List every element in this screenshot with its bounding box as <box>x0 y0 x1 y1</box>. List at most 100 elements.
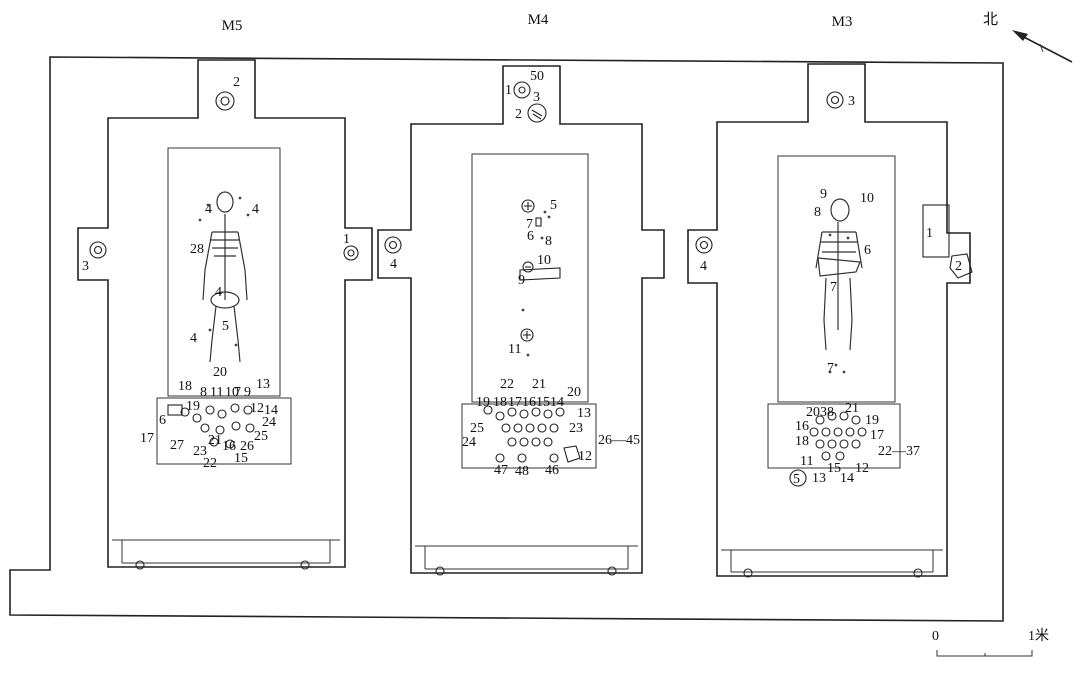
north-arrow: 北 <box>983 11 1073 63</box>
scale-bar: 0 1米 <box>932 628 1049 657</box>
object-number-label: 11 <box>210 385 223 400</box>
tomb-m3: M3 3 4 1 <box>687 14 973 578</box>
object-number-label: 18 <box>178 379 192 394</box>
object-number-label: 16 <box>222 439 236 454</box>
object-number-label: 22 <box>500 377 514 392</box>
object-number-label: 3 <box>848 94 855 109</box>
tomb-title-m4: M4 <box>528 12 549 28</box>
tomb-title-m5: M5 <box>222 18 243 34</box>
offering-box-m5 <box>156 397 292 465</box>
object-number-label: 6 <box>159 413 166 428</box>
object-number-label: 1 <box>505 83 512 98</box>
object-number-label: 3 <box>533 90 540 105</box>
object-number-label: 12 <box>250 401 264 416</box>
object-number-label: 24 <box>262 415 276 430</box>
object-number-label: 24 <box>462 435 476 450</box>
object-number-label: 4 <box>190 331 197 346</box>
object-number-label: 7 <box>827 361 834 376</box>
tomb-outline-m3 <box>687 63 971 577</box>
object-number-label: 22 <box>203 456 217 471</box>
object-number-label: 47 <box>494 463 508 478</box>
object-number-label: 5 <box>550 198 557 213</box>
object-number-label: 20 <box>567 385 581 400</box>
object-number-label: 2 <box>515 107 522 122</box>
object-number-label: 21 <box>208 433 222 448</box>
object-number-label: 18 <box>493 395 507 410</box>
object-number-label: 10 <box>537 253 551 268</box>
skeleton-m5 <box>202 191 248 363</box>
object-number-label: 4 <box>390 257 397 272</box>
object-number-label: 5 <box>222 319 229 334</box>
object-number-label: 21 <box>532 377 546 392</box>
object-number-label: 22—37 <box>878 444 920 459</box>
object-number-label: 50 <box>530 69 544 84</box>
object-number-label: 17 <box>508 395 522 410</box>
object-number-label: 6 <box>864 243 871 258</box>
object-number-label: 10 <box>225 385 239 400</box>
object-number-label: 48 <box>515 464 529 479</box>
object-number-label: 8 <box>814 205 821 220</box>
object-number-label: 14 <box>840 471 854 486</box>
object-number-label: 2 <box>955 259 962 274</box>
object-number-label: 4 <box>252 202 259 217</box>
object-number-label: 15 <box>234 451 248 466</box>
object-number-label: 11 <box>508 342 521 357</box>
object-number-label: 7 <box>830 280 837 295</box>
object-number-label: 7 <box>526 217 533 232</box>
object-number-label: 26—45 <box>598 433 640 448</box>
object-number-label: 5 <box>793 472 800 487</box>
object-number-label: 4 <box>205 202 212 217</box>
object-number-label: 3 <box>82 259 89 274</box>
tomb-m4: M4 1 50 <box>377 12 665 576</box>
object-number-label: 38 <box>820 405 834 420</box>
object-number-label: 16 <box>522 395 536 410</box>
object-number-label: 21 <box>845 401 859 416</box>
tomb-m5: M5 2 1 3 <box>77 18 373 570</box>
object-1-m3 <box>922 204 950 258</box>
object-number-label: 17 <box>870 428 884 443</box>
north-label: 北 <box>983 11 998 28</box>
object-number-label: 14 <box>264 403 278 418</box>
object-number-label: 15 <box>827 461 841 476</box>
object-number-label: 12 <box>578 449 592 464</box>
object-number-label: 23 <box>193 444 207 459</box>
object-number-label: 25 <box>254 429 268 444</box>
object-number-label: 8 <box>200 385 207 400</box>
object-number-label: 13 <box>577 406 591 421</box>
tomb-title-m3: M3 <box>832 14 853 30</box>
object-number-label: 19 <box>476 395 490 410</box>
tomb-floor-m5 <box>112 539 340 564</box>
object-number-label: 4 <box>215 285 222 300</box>
object-number-label: 9 <box>820 187 827 202</box>
object-number-label: 13 <box>812 471 826 486</box>
scale-end-label: 1米 <box>1028 628 1049 644</box>
offering-box-m3 <box>767 403 901 469</box>
object-number-label: 17 <box>140 431 154 446</box>
coffin-m5 <box>167 147 281 397</box>
object-number-label: 26 <box>240 439 254 454</box>
object-number-label: 1 <box>926 226 933 241</box>
object-number-label: 20 <box>806 405 820 420</box>
object-number-label: 15 <box>536 395 550 410</box>
object-number-label: 1 <box>343 232 350 247</box>
coffin-m3 <box>777 155 896 403</box>
object-number-label: 20 <box>213 365 227 380</box>
object-number-label: 2 <box>233 75 240 90</box>
object-number-label: 46 <box>545 463 559 478</box>
object-number-label: 19 <box>186 399 200 414</box>
scale-zero-label: 0 <box>932 629 939 644</box>
skeleton-m3 <box>815 198 863 351</box>
enclosure-outline <box>9 56 1004 622</box>
offering-box-m4 <box>461 403 597 469</box>
tomb-outline-m5 <box>77 59 373 568</box>
object-number-label: 13 <box>256 377 270 392</box>
object-number-label: 19 <box>865 413 879 428</box>
object-number-label: 4 <box>700 259 707 274</box>
object-number-label: 6 <box>527 229 534 244</box>
object-number-label: 18 <box>795 434 809 449</box>
object-number-label: 11 <box>800 454 813 469</box>
object-number-label: 25 <box>470 421 484 436</box>
object-number-label: 14 <box>550 395 564 410</box>
tomb-outline-m4 <box>377 65 665 574</box>
